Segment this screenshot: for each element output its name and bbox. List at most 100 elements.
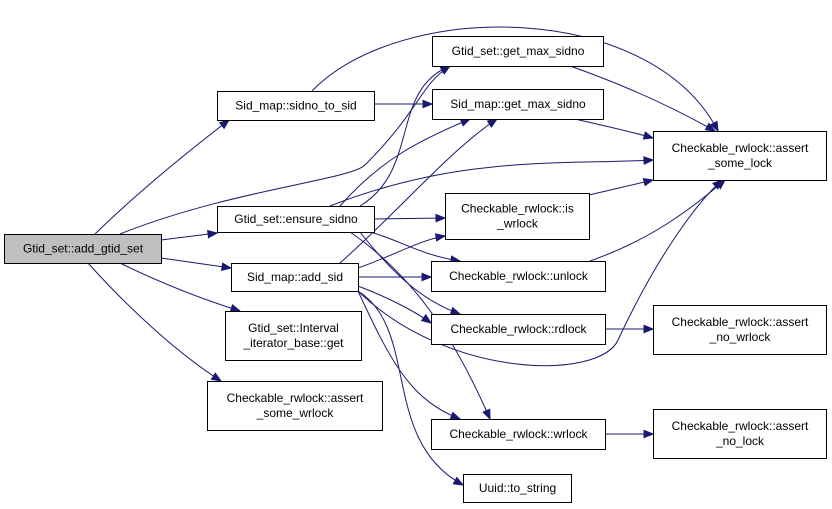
node-add-sid[interactable]: Sid_map::add_sid: [231, 263, 359, 292]
edge-line: [574, 118, 654, 139]
arrowhead-icon: [486, 118, 499, 128]
node-label: Uuid::to_string: [479, 481, 556, 495]
node-box: [653, 409, 827, 459]
arrowhead-icon: [709, 120, 719, 133]
edge-line: [589, 179, 726, 262]
edge-add_gtid_set-to-ensure_sidno: [160, 229, 219, 241]
edge-rdlock-to-assert_no_wrlock: [605, 324, 655, 334]
node-wrlock[interactable]: Checkable_rwlock::wrlock: [431, 419, 606, 450]
node-label: _iterator_base::get: [242, 336, 344, 350]
arrowhead-icon: [434, 233, 447, 242]
node-is-wrlock[interactable]: Checkable_rwlock::is_wrlock: [445, 193, 590, 240]
edge-line: [94, 119, 230, 235]
node-label: Gtid_set::ensure_sidno: [234, 212, 358, 226]
edge-line: [569, 65, 716, 132]
node-ensure-sidno[interactable]: Gtid_set::ensure_sidno: [217, 206, 375, 233]
node-label: Gtid_set::Interval: [248, 321, 339, 335]
edge-add_sid-to-is_wrlock: [357, 233, 447, 269]
node-label: Checkable_rwlock::assert: [672, 419, 809, 433]
arrowhead-icon: [642, 177, 655, 187]
node-box: [432, 36, 604, 67]
node-box: [217, 206, 375, 233]
node-box: [431, 419, 606, 450]
edge-line: [359, 65, 451, 207]
edge-gs_get_max_sidno-to-assert_some_lock: [569, 65, 717, 132]
node-label: Checkable_rwlock::assert: [672, 315, 809, 329]
node-label: Checkable_rwlock::wrlock: [449, 427, 588, 441]
node-box: [207, 381, 383, 431]
edge-sidno_to_sid-to-assert_some_lock: [311, 26, 719, 133]
node-assert-some-lock[interactable]: Checkable_rwlock::assert_some_lock: [653, 131, 827, 181]
node-unlock[interactable]: Checkable_rwlock::unlock: [431, 261, 606, 292]
edge-line: [339, 118, 498, 264]
node-sm-get-max-sidno[interactable]: Sid_map::get_max_sidno: [432, 89, 604, 120]
arrowhead-icon: [642, 131, 655, 140]
node-box: [225, 311, 362, 361]
node-assert-some-wrlock[interactable]: Checkable_rwlock::assert_some_wrlock: [207, 381, 383, 431]
edge-line: [339, 118, 471, 207]
node-label: _no_wrlock: [709, 330, 772, 344]
arrowhead-icon: [435, 213, 447, 223]
edge-sidno_to_sid-to-sm_get_max_sidno: [374, 99, 434, 109]
edge-line: [160, 257, 232, 269]
node-label: Gtid_set::add_gtid_set: [23, 242, 144, 256]
edge-wrlock-to-assert_no_lock: [605, 429, 655, 439]
node-box: [653, 305, 827, 355]
edge-ensure_sidno-to-is_wrlock: [373, 213, 447, 223]
node-rdlock[interactable]: Checkable_rwlock::rdlock: [431, 314, 606, 345]
node-label: Checkable_rwlock::is: [461, 202, 574, 216]
edge-add_sid-to-rdlock: [357, 285, 433, 324]
node-label: Checkable_rwlock::assert: [672, 141, 809, 155]
arrowhead-icon: [422, 99, 434, 109]
node-add-gtid-set[interactable]: Gtid_set::add_gtid_set: [4, 234, 162, 264]
edge-line: [119, 65, 451, 235]
edge-line: [373, 217, 446, 220]
edge-line: [369, 231, 461, 262]
edge-add_sid-to-unlock: [358, 272, 433, 282]
node-to-string[interactable]: Uuid::to_string: [463, 474, 572, 503]
nodes-layer: Gtid_set::add_gtid_set Sid_map::sidno_to_…: [4, 36, 827, 503]
node-label: Gtid_set::get_max_sidno: [452, 44, 585, 58]
edge-line: [87, 262, 222, 382]
node-label: Sid_map::get_max_sidno: [450, 97, 586, 111]
node-box: [431, 261, 606, 292]
node-assert-no-lock[interactable]: Checkable_rwlock::assert_no_lock: [653, 409, 827, 459]
node-box: [463, 474, 572, 503]
node-box: [445, 193, 590, 240]
node-label: Checkable_rwlock::rdlock: [450, 322, 587, 336]
node-assert-no-wrlock[interactable]: Checkable_rwlock::assert_no_wrlock: [653, 305, 827, 355]
edge-ensure_sidno-to-sm_get_max_sidno: [339, 118, 472, 207]
node-box: [431, 314, 606, 345]
edge-unlock-to-assert_some_lock: [589, 179, 727, 262]
node-box: [432, 89, 604, 120]
edge-line: [357, 290, 464, 486]
edge-is_wrlock-to-assert_some_lock: [588, 177, 655, 196]
edge-add_sid-to-sm_get_max_sidno: [339, 118, 499, 264]
edge-ensure_sidno-to-gs_get_max_sidno: [359, 65, 452, 207]
node-label: _some_lock: [707, 156, 773, 170]
edge-add_gtid_set-to-add_sid: [160, 257, 233, 271]
arrowhead-icon: [459, 118, 472, 127]
node-box: [653, 131, 827, 181]
edge-add_sid-to-to_string: [357, 290, 465, 486]
node-label: Sid_map::add_sid: [247, 270, 343, 284]
node-gs-get-max-sidno[interactable]: Gtid_set::get_max_sidno: [432, 36, 604, 67]
edge-line: [119, 262, 241, 312]
edge-line: [329, 159, 654, 207]
arrowhead-icon: [643, 324, 655, 334]
arrowhead-icon: [714, 179, 727, 190]
edge-line: [357, 290, 461, 420]
arrowhead-icon: [207, 229, 219, 239]
arrowhead-icon: [452, 476, 465, 486]
edge-line: [357, 285, 432, 324]
edge-add_gtid_set-to-assert_some_wrlock: [87, 262, 223, 382]
edge-ensure_sidno-to-assert_some_lock: [329, 156, 655, 207]
node-sidno-to-sid[interactable]: Sid_map::sidno_to_sid: [217, 91, 375, 121]
arrowhead-icon: [704, 122, 717, 132]
arrowhead-icon: [643, 429, 655, 439]
arrowhead-icon: [449, 306, 462, 315]
arrowhead-icon: [218, 119, 231, 130]
node-box: [4, 234, 162, 264]
node-interval-get[interactable]: Gtid_set::Interval_iterator_base::get: [225, 311, 362, 361]
edge-line: [311, 26, 719, 132]
